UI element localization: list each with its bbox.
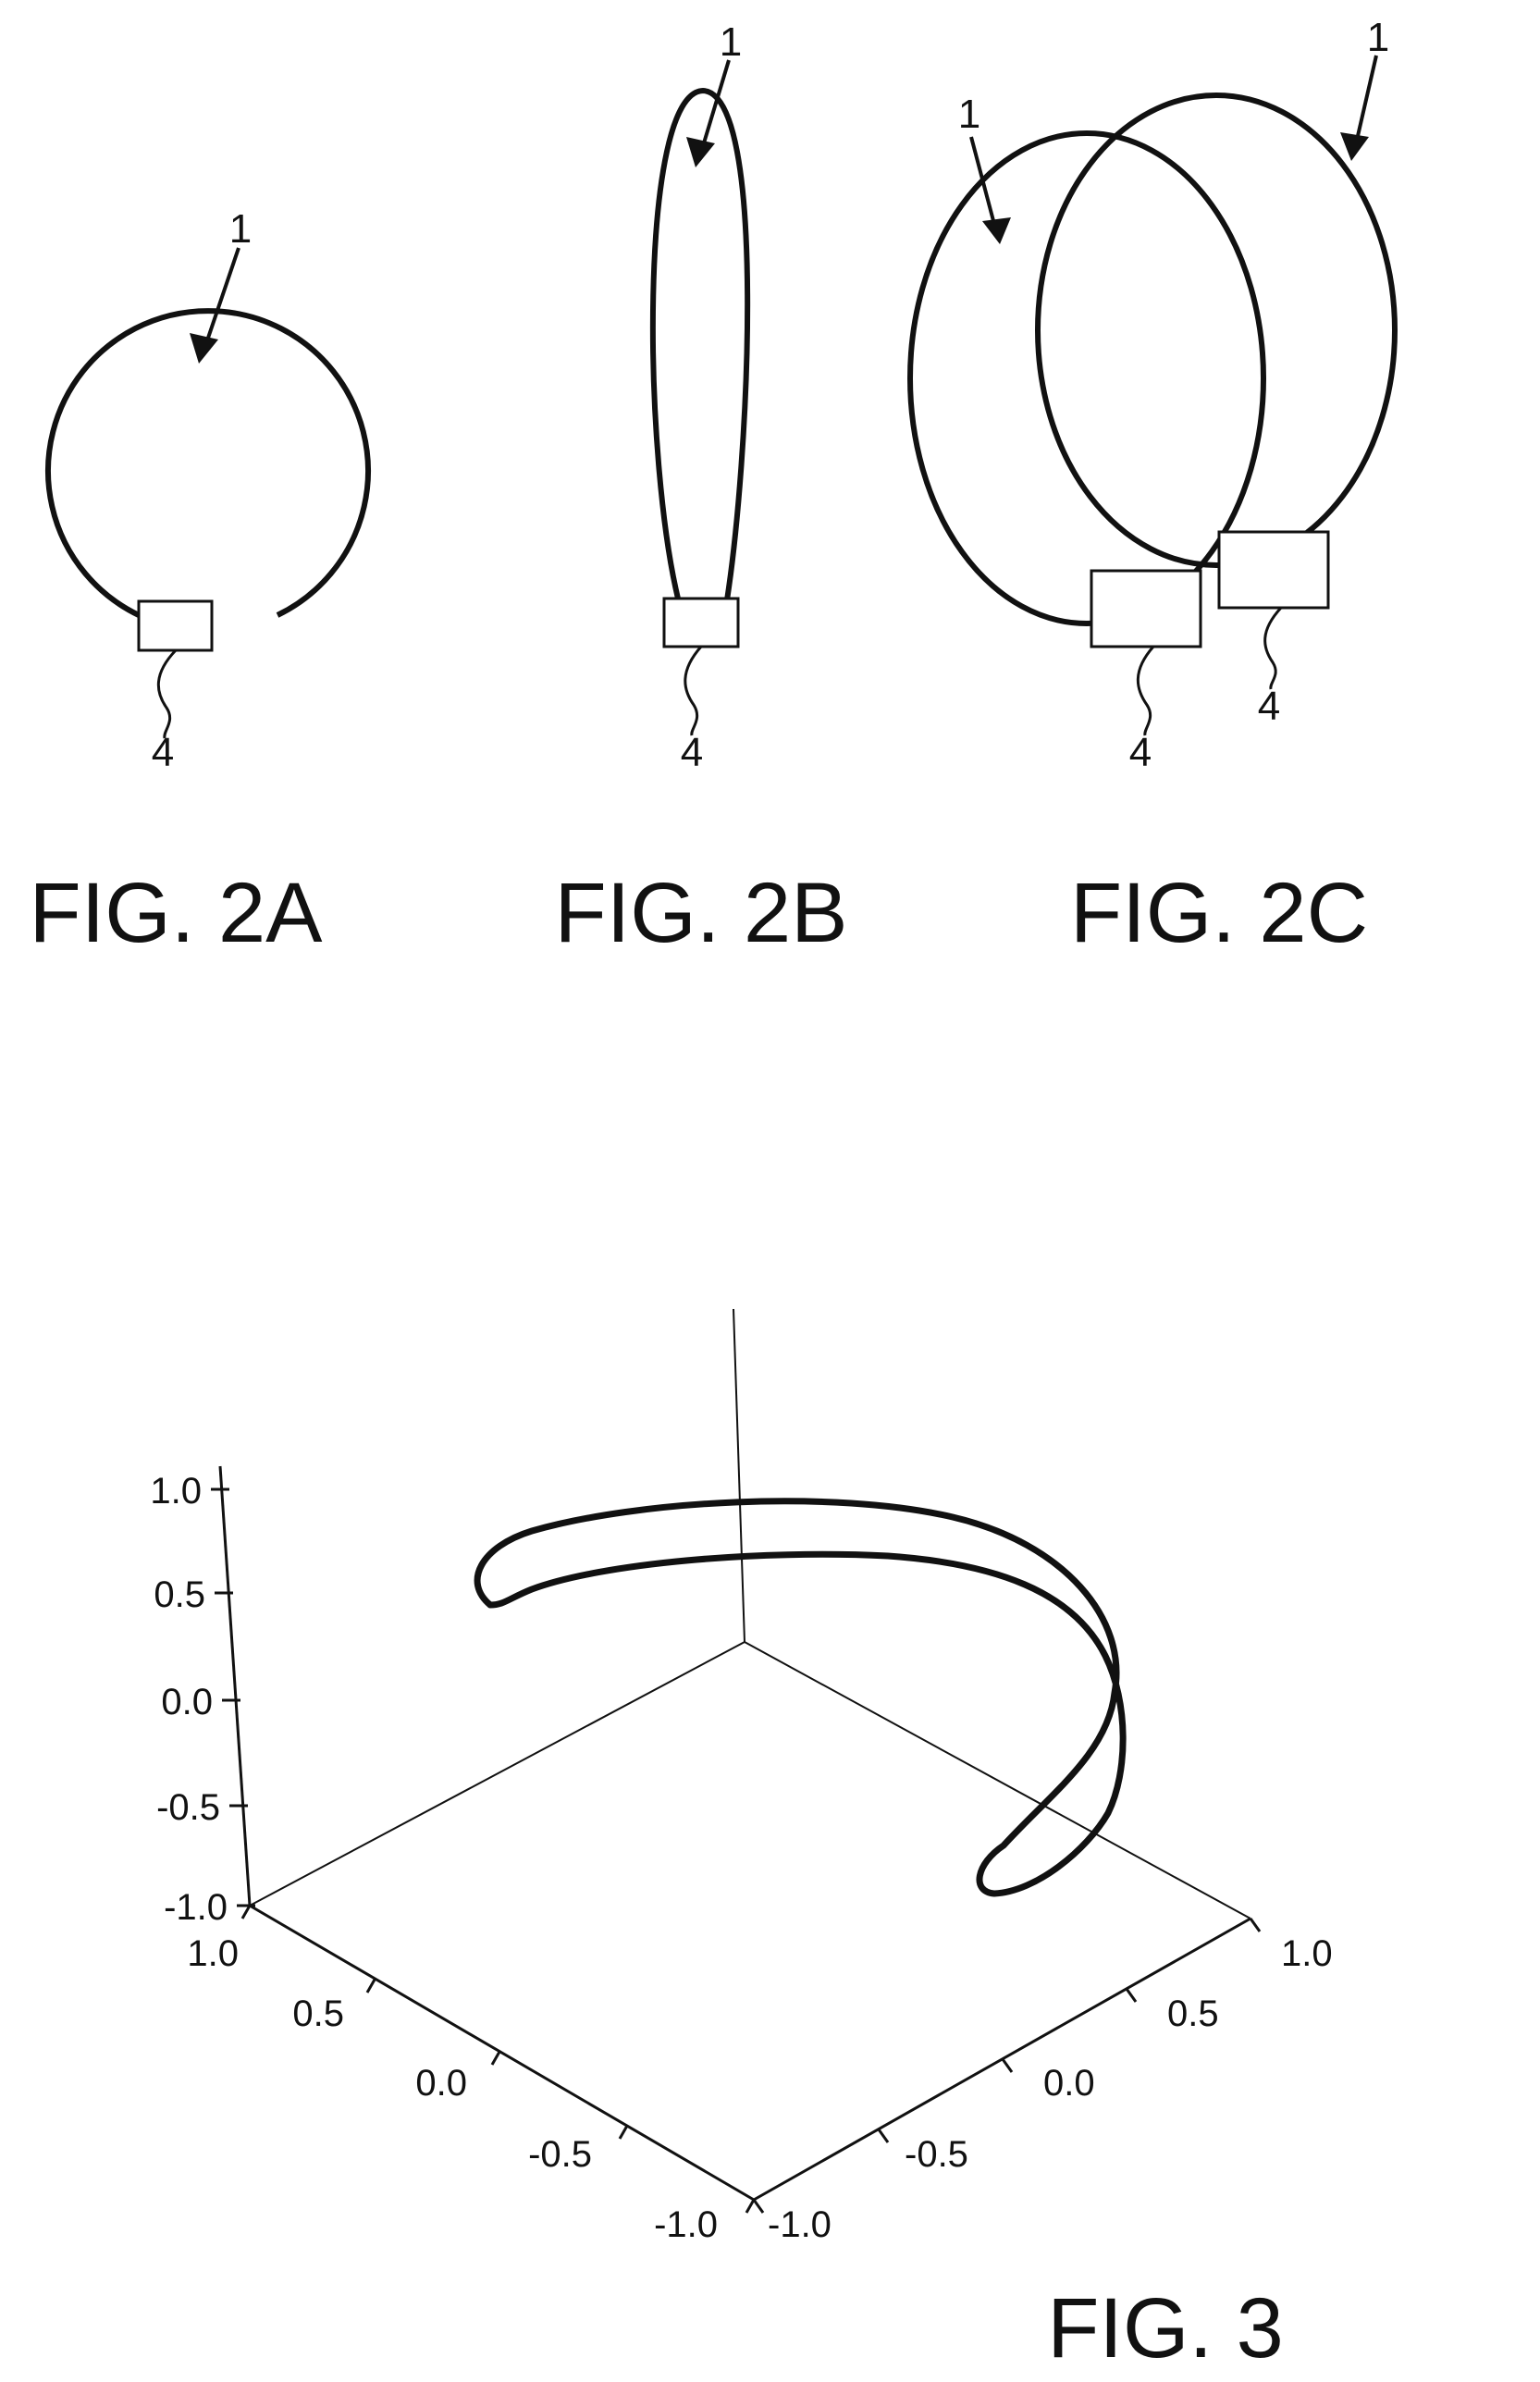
fig-3-back-right-edge	[745, 1642, 1250, 1919]
fig-2c-left-box-leader	[1138, 647, 1153, 735]
fig-2c-left-loop-label: 1	[958, 92, 980, 137]
fig-3-z-tick-label: 0.0	[161, 1682, 213, 1722]
fig-2c-left-loop-arrow	[971, 137, 996, 231]
fig-2c-right-box-leader	[1265, 608, 1281, 689]
fig-3-back-left-edge	[250, 1642, 745, 1906]
fig-2c-left-box-label: 4	[1129, 730, 1152, 775]
fig-3-left-tick-label: 0.5	[292, 1993, 344, 2034]
fig-2a-box-leader	[158, 650, 176, 738]
fig-2a: 4 1 FIG. 2A	[30, 206, 368, 960]
fig-3-curled-band	[477, 1501, 1123, 1894]
fig-2c-right-arrowhead	[1340, 132, 1369, 161]
fig-2b-loop-label: 1	[720, 19, 742, 65]
fig-3-caption: FIG. 3	[1047, 2281, 1284, 2376]
fig-3-right-tick-label: 0.0	[1043, 2063, 1095, 2104]
fig-3-left-tick-label: 0.0	[415, 2063, 467, 2104]
fig-3-z-tick-label: -1.0	[164, 1887, 228, 1928]
fig-3-left-tick-label: 1.0	[187, 1933, 239, 1974]
fig-2c-right-box-label: 4	[1258, 684, 1280, 729]
fig-3-left-tick-label: -1.0	[654, 2204, 718, 2245]
fig-2b-box-leader	[685, 647, 701, 735]
fig-3-left-floor-ticks	[242, 1906, 754, 2213]
fig-3-right-floor-ticks	[754, 1919, 1260, 2213]
fig-3-z-ticks	[211, 1489, 255, 1906]
fig-2a-loop	[48, 311, 368, 615]
fig-2a-loop-arrow	[203, 248, 239, 352]
fig-2c-loop-right	[1038, 95, 1395, 565]
fig-2c-module-box-right	[1219, 532, 1328, 608]
fig-2c-left-arrowhead	[982, 217, 1011, 244]
fig-2b-module-box	[664, 599, 738, 647]
fig-2a-box-label: 4	[152, 730, 174, 775]
fig-3-right-tick-label: 1.0	[1281, 1933, 1333, 1974]
fig-3-left-floor-axis	[250, 1906, 754, 2200]
fig-2a-loop-label: 1	[229, 206, 252, 252]
fig-2c: 4 4 1 1 FIG. 2C	[910, 15, 1395, 960]
fig-3-vertical-back-axis	[733, 1309, 745, 1642]
fig-3-z-tick-label: 1.0	[150, 1471, 202, 1512]
fig-2b-caption: FIG. 2B	[555, 866, 848, 960]
fig-3-right-tick-label: -1.0	[768, 2204, 832, 2245]
fig-2c-right-loop-arrow	[1355, 56, 1376, 148]
fig-3-right-floor-axis	[754, 1919, 1250, 2200]
fig-2b-arrowhead	[686, 137, 715, 167]
fig-2a-caption: FIG. 2A	[30, 866, 324, 960]
fig-2a-arrowhead	[190, 333, 218, 364]
fig-2b-loop	[653, 91, 747, 606]
fig-2b-box-label: 4	[681, 730, 703, 775]
fig-2c-right-loop-label: 1	[1367, 15, 1389, 60]
fig-2c-caption: FIG. 2C	[1070, 866, 1368, 960]
fig-2c-module-box-left	[1091, 571, 1201, 647]
fig-3-z-axis	[220, 1466, 250, 1906]
fig-3-z-tick-label: 0.5	[154, 1574, 205, 1615]
fig-3-z-tick-label: -0.5	[156, 1787, 220, 1828]
fig-3-left-tick-label: -0.5	[528, 2134, 592, 2175]
fig-3: 1.0 0.5 0.0 -0.5 -1.0 1.0 0.5 0.0 -0.5 -…	[150, 1309, 1332, 2376]
fig-3-right-tick-label: -0.5	[905, 2134, 968, 2175]
fig-2a-module-box	[139, 601, 212, 650]
fig-3-right-tick-label: 0.5	[1167, 1993, 1219, 2034]
fig-2b: 4 1 FIG. 2B	[555, 19, 848, 960]
fig-2c-loop-left	[910, 133, 1263, 623]
